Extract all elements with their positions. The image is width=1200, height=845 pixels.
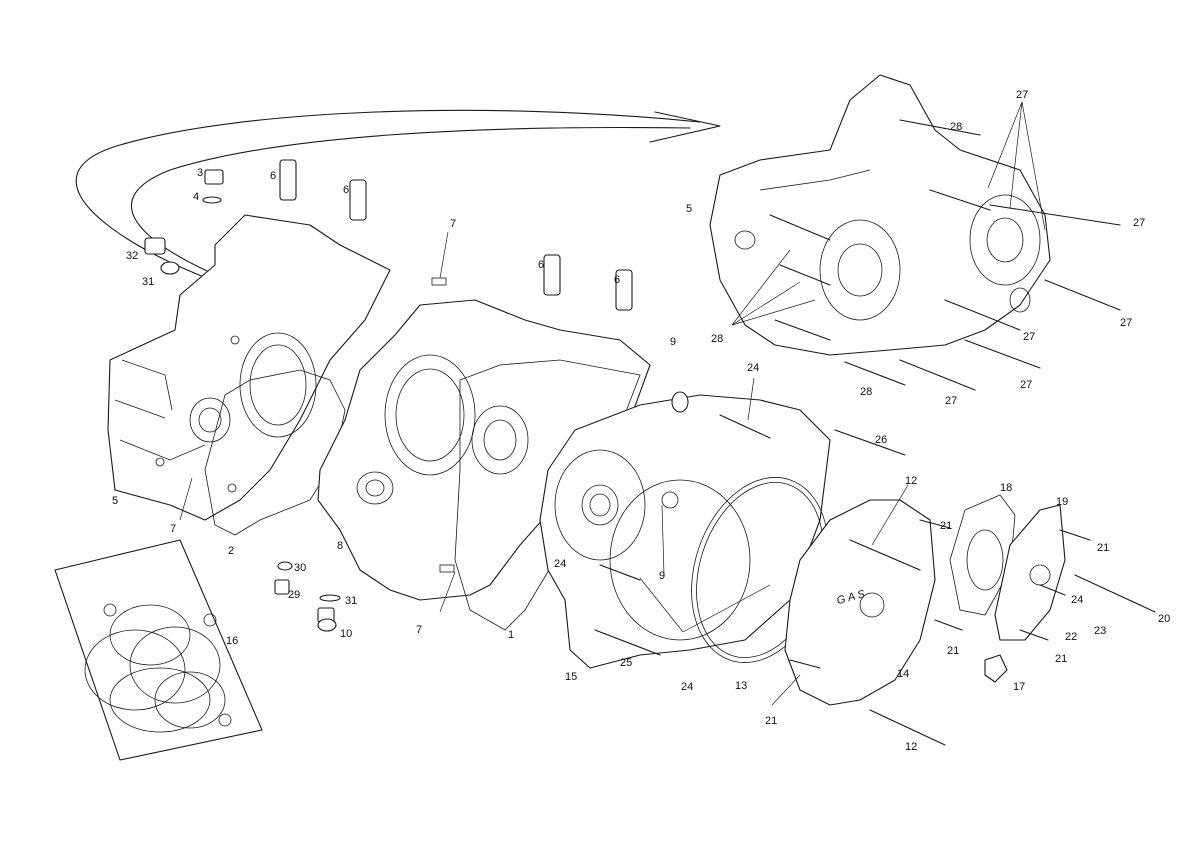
callout-21-b: 21 (1097, 542, 1109, 554)
callout-20: 20 (1158, 613, 1170, 625)
callout-7-b: 7 (170, 523, 176, 535)
callout-14: 14 (897, 668, 909, 680)
callout-6-d: 6 (614, 274, 620, 286)
callout-23: 23 (1094, 625, 1106, 637)
callout-21-c: 21 (947, 645, 959, 657)
callout-labels: 1 2 3 4 5 5 6 6 6 6 7 7 7 8 9 9 10 12 12… (112, 89, 1170, 753)
callout-24-c: 24 (681, 681, 693, 693)
right-crankcase-half (709, 74, 1051, 356)
callout-17: 17 (1013, 681, 1025, 693)
plugs-and-washers (144, 169, 1008, 683)
callout-12-b: 12 (905, 741, 917, 753)
callout-28-b: 28 (711, 333, 723, 345)
crankcase-cover (539, 394, 831, 669)
leader-lines (179, 101, 1046, 706)
callout-32: 32 (126, 250, 138, 262)
callout-27-b: 27 (1133, 217, 1145, 229)
callout-31-b: 31 (345, 595, 357, 607)
callout-24-b: 24 (554, 558, 566, 570)
callout-18: 18 (1000, 482, 1012, 494)
callout-6-a: 6 (270, 170, 276, 182)
callout-9-a: 9 (670, 336, 676, 348)
callout-25: 25 (620, 657, 632, 669)
left-crankcase-half (107, 214, 391, 521)
callout-27-c: 27 (1120, 317, 1132, 329)
callout-7-a: 7 (450, 218, 456, 230)
outer-cover: G A S (784, 499, 936, 706)
callout-4: 4 (193, 191, 199, 203)
dowel-pins (279, 159, 633, 311)
callout-9-b: 9 (659, 570, 665, 582)
callout-10: 10 (340, 628, 352, 640)
callout-3: 3 (197, 167, 203, 179)
callout-15: 15 (565, 671, 577, 683)
callout-28-c: 28 (860, 386, 872, 398)
callout-27-a: 27 (1016, 89, 1028, 101)
callout-8: 8 (337, 540, 343, 552)
bolts (594, 119, 1156, 746)
callout-29: 29 (288, 589, 300, 601)
callout-27-e: 27 (1020, 379, 1032, 391)
callout-2: 2 (228, 545, 234, 557)
callout-21-d: 21 (1055, 653, 1067, 665)
callout-21-a: 21 (940, 520, 952, 532)
callout-26: 26 (875, 434, 887, 446)
callout-21-e: 21 (765, 715, 777, 727)
callout-12-a: 12 (905, 475, 917, 487)
callout-6-b: 6 (343, 184, 349, 196)
callout-19: 19 (1056, 496, 1068, 508)
callout-7-c: 7 (416, 624, 422, 636)
callout-24-d: 24 (1071, 594, 1083, 606)
callout-30: 30 (294, 562, 306, 574)
small-cover (994, 504, 1066, 641)
callout-5-right: 5 (686, 203, 692, 215)
callout-1: 1 (508, 629, 514, 641)
callout-24-a: 24 (747, 362, 759, 374)
callout-6-c: 6 (538, 259, 544, 271)
callout-28-a: 28 (950, 121, 962, 133)
gasket-set (54, 539, 263, 761)
callout-5-left: 5 (112, 495, 118, 507)
callout-31-a: 31 (142, 276, 154, 288)
callout-27-f: 27 (945, 395, 957, 407)
callout-13: 13 (735, 680, 747, 692)
callout-16: 16 (226, 635, 238, 647)
callout-27-d: 27 (1023, 331, 1035, 343)
callout-22: 22 (1065, 631, 1077, 643)
